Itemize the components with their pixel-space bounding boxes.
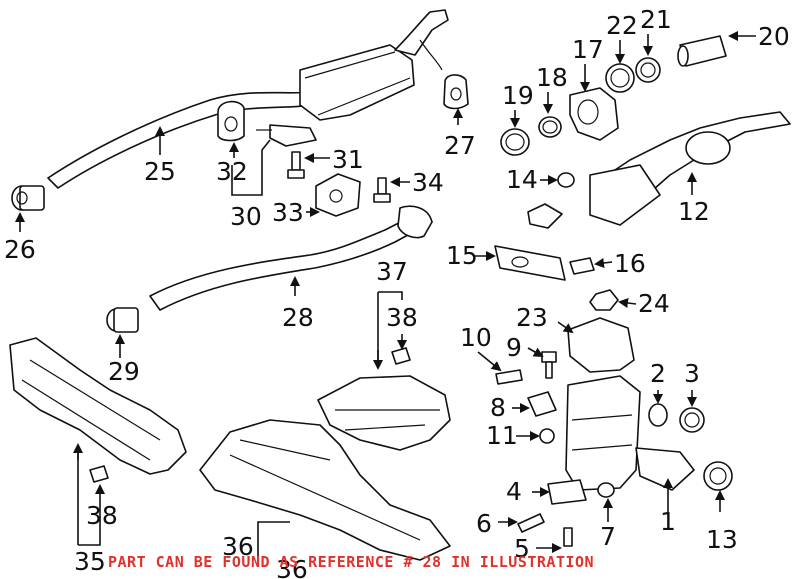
pipe-20 xyxy=(677,35,727,67)
callout-23: 23 xyxy=(516,303,548,332)
callout-38-upper: 38 xyxy=(386,303,418,332)
callout-36: 36 xyxy=(222,532,254,561)
ring-18 xyxy=(538,116,562,138)
callout-16: 16 xyxy=(614,249,646,278)
callout-3: 3 xyxy=(684,359,700,388)
ring-21 xyxy=(635,57,661,83)
hanger-27 xyxy=(443,74,469,110)
pipe-clamp-29 xyxy=(106,307,139,333)
callout-13: 13 xyxy=(706,525,738,554)
stud-10 xyxy=(495,369,523,385)
callout-32: 32 xyxy=(216,157,248,186)
clamp-3 xyxy=(679,407,705,433)
bolt-31 xyxy=(287,151,305,179)
callout-17: 17 xyxy=(572,35,604,64)
callout-8: 8 xyxy=(490,393,506,422)
gasket-15 xyxy=(494,245,566,281)
nut-24 xyxy=(589,289,619,311)
heat-shield-36 xyxy=(199,419,451,561)
callout-7: 7 xyxy=(600,522,616,551)
reference-notice: PART CAN BE FOUND AS REFERENCE # 28 IN I… xyxy=(108,553,595,571)
callout-15: 15 xyxy=(446,241,478,270)
gasket-2 xyxy=(648,403,668,427)
callout-30: 30 xyxy=(230,202,262,231)
clamp-22 xyxy=(605,63,635,93)
throttle-body-17 xyxy=(569,87,619,141)
bolt-34 xyxy=(373,177,391,203)
callout-22: 22 xyxy=(606,11,638,40)
callout-29: 29 xyxy=(108,357,140,386)
ring-14 xyxy=(557,172,575,188)
callout-31: 31 xyxy=(332,145,364,174)
callout-21: 21 xyxy=(640,5,672,34)
callout-12: 12 xyxy=(678,197,710,226)
bracket-33 xyxy=(315,173,361,217)
callout-26: 26 xyxy=(4,235,36,264)
callout-20: 20 xyxy=(758,22,790,51)
nut-11 xyxy=(539,428,555,444)
callout-10: 10 xyxy=(460,323,492,352)
callout-38-lower: 38 xyxy=(86,501,118,530)
callout-19: 19 xyxy=(502,81,534,110)
callout-37: 37 xyxy=(376,257,408,286)
heat-shield-35 xyxy=(9,337,187,475)
heat-shield-37 xyxy=(317,375,451,451)
particulate-filter-1 xyxy=(565,375,695,491)
intermediate-pipe-28 xyxy=(149,205,433,311)
callout-24: 24 xyxy=(638,289,670,318)
stud-6 xyxy=(517,513,545,533)
bracket-4 xyxy=(547,479,587,505)
callout-28: 28 xyxy=(282,303,314,332)
callout-9: 9 xyxy=(506,333,522,362)
pipe-clamp-26 xyxy=(11,185,45,211)
callout-5: 5 xyxy=(514,534,530,563)
hanger-32 xyxy=(217,100,245,142)
callout-35: 35 xyxy=(74,547,106,576)
nut-7 xyxy=(597,482,615,498)
rear-muffler-assembly xyxy=(47,9,449,189)
callout-2: 2 xyxy=(650,359,666,388)
catalytic-converter-12 xyxy=(527,111,791,229)
callout-14: 14 xyxy=(506,165,538,194)
callout-27: 27 xyxy=(444,131,476,160)
callout-18: 18 xyxy=(536,63,568,92)
callout-36-second: 36 xyxy=(276,555,308,579)
bracket-30 xyxy=(256,124,317,147)
callout-6: 6 xyxy=(476,509,492,538)
callout-11: 11 xyxy=(486,421,518,450)
callout-25: 25 xyxy=(144,157,176,186)
callout-labels: 1 2 3 4 5 6 7 8 9 10 11 12 13 14 15 16 1… xyxy=(4,5,790,579)
callout-34: 34 xyxy=(412,168,444,197)
bracket-8 xyxy=(527,391,557,417)
callout-33: 33 xyxy=(272,198,304,227)
gasket-13 xyxy=(703,461,733,491)
bolt-5 xyxy=(563,527,573,547)
clamp-19 xyxy=(500,128,530,156)
callout-1: 1 xyxy=(660,507,676,536)
heat-shield-23 xyxy=(567,317,635,373)
leader-lines xyxy=(15,31,756,565)
callout-4: 4 xyxy=(506,477,522,506)
bolt-9 xyxy=(541,351,557,379)
bolt-16 xyxy=(569,257,595,275)
